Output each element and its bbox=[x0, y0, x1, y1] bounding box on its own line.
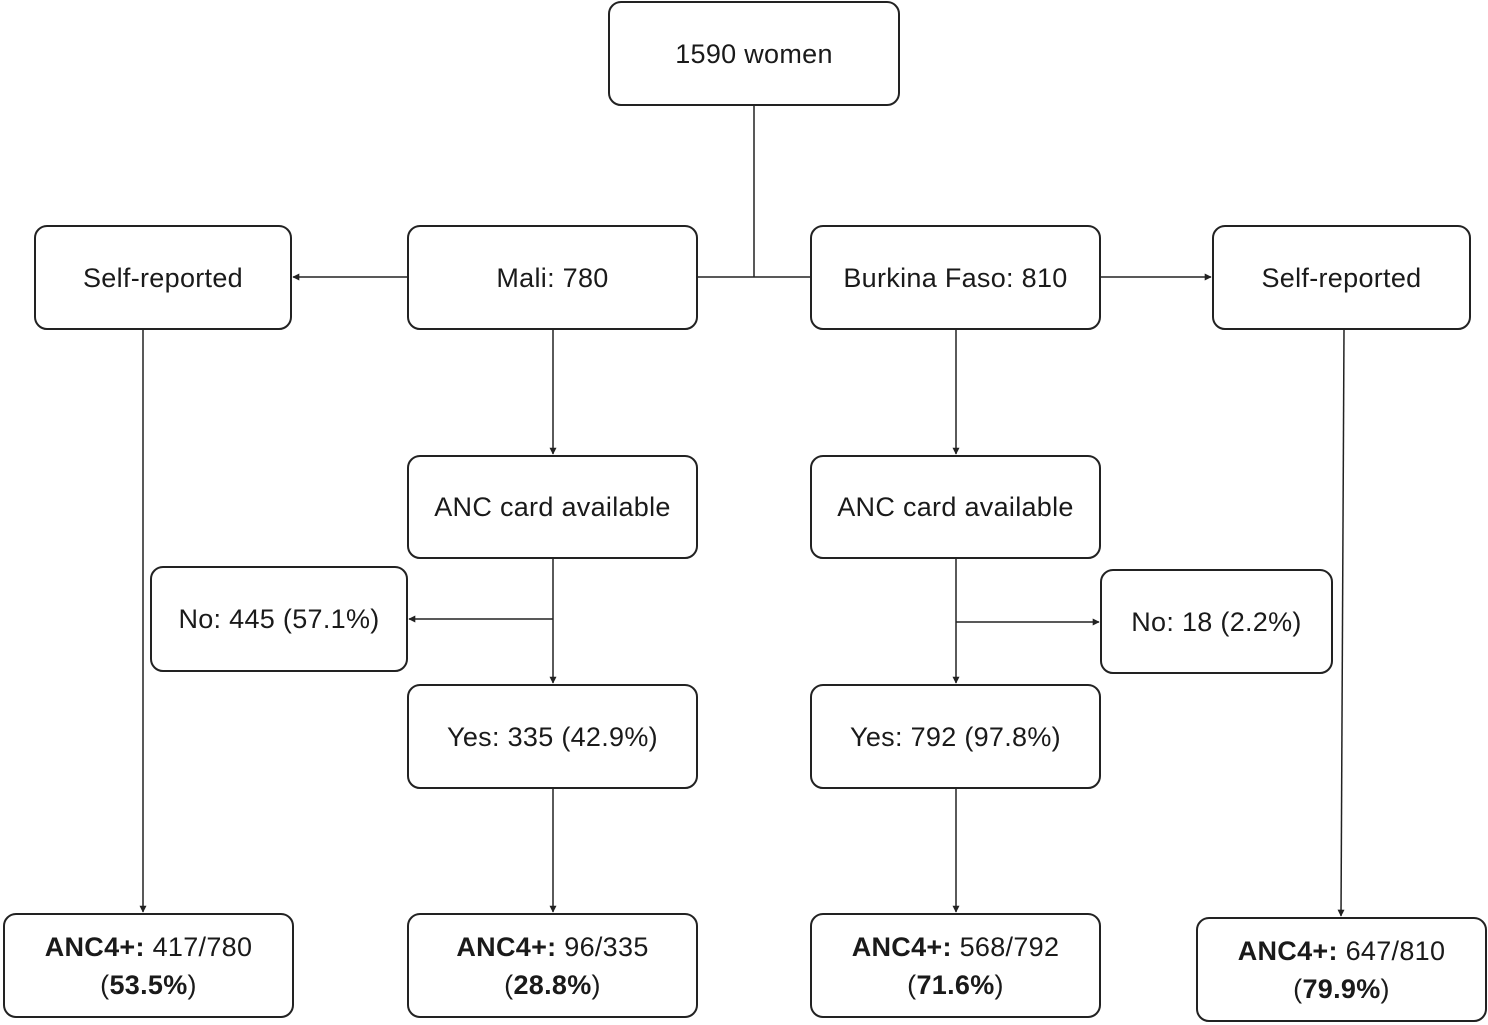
mali-self-result-fraction: 417/780 bbox=[152, 931, 253, 962]
burkina-self-result-percent: 79.9% bbox=[1302, 973, 1381, 1004]
anc4-label: ANC4+: bbox=[851, 931, 952, 962]
mali-no-card-box: No: 445 (57.1%) bbox=[150, 566, 408, 672]
mali-self-result-box: ANC4+: 417/780 (53.5%) bbox=[3, 913, 294, 1018]
mali-card-result-line2: (28.8%) bbox=[504, 969, 601, 1000]
anc4-label: ANC4+: bbox=[1237, 935, 1338, 966]
total-women-box: 1590 women bbox=[608, 1, 900, 106]
total-women-label: 1590 women bbox=[675, 38, 833, 69]
burkina-self-result-line2: (79.9%) bbox=[1293, 973, 1390, 1004]
mali-self-result-percent: 53.5% bbox=[109, 969, 188, 1000]
mali-self-reported-box: Self-reported bbox=[34, 225, 292, 330]
burkina-faso-box: Burkina Faso: 810 bbox=[810, 225, 1101, 330]
mali-yes-card-label: Yes: 335 (42.9%) bbox=[447, 721, 658, 752]
burkina-self-result-line1: ANC4+: 647/810 bbox=[1238, 932, 1446, 970]
burkina-self-result-fraction: 647/810 bbox=[1345, 935, 1446, 966]
anc4-label: ANC4+: bbox=[44, 931, 145, 962]
anc4-label: ANC4+: bbox=[456, 931, 557, 962]
mali-self-reported-label: Self-reported bbox=[83, 262, 243, 293]
burkina-anc-card-label: ANC card available bbox=[837, 492, 1074, 522]
mali-card-result-fraction: 96/335 bbox=[564, 931, 649, 962]
arrow-burkina-self-to-result bbox=[1337, 329, 1345, 917]
mali-card-result-line1: ANC4+: 96/335 bbox=[456, 928, 648, 966]
mali-label: Mali: 780 bbox=[496, 262, 609, 293]
burkina-anc-card-box: ANC card available bbox=[810, 455, 1101, 559]
burkina-card-result-box: ANC4+: 568/792 (71.6%) bbox=[810, 913, 1101, 1018]
mali-card-result-box: ANC4+: 96/335 (28.8%) bbox=[407, 913, 698, 1018]
burkina-yes-card-label: Yes: 792 (97.8%) bbox=[850, 721, 1061, 752]
burkina-yes-card-box: Yes: 792 (97.8%) bbox=[810, 684, 1101, 789]
mali-anc-card-box: ANC card available bbox=[407, 455, 698, 559]
mali-anc-card-label: ANC card available bbox=[434, 492, 671, 522]
burkina-card-result-line2: (71.6%) bbox=[907, 969, 1004, 1000]
burkina-self-result-box: ANC4+: 647/810 (79.9%) bbox=[1196, 917, 1487, 1022]
mali-yes-card-box: Yes: 335 (42.9%) bbox=[407, 684, 698, 789]
burkina-faso-label: Burkina Faso: 810 bbox=[843, 262, 1068, 293]
mali-card-result-percent: 28.8% bbox=[513, 969, 592, 1000]
mali-self-result-line2: (53.5%) bbox=[100, 969, 197, 1000]
burkina-card-result-line1: ANC4+: 568/792 bbox=[852, 928, 1060, 966]
mali-self-result-line1: ANC4+: 417/780 bbox=[45, 928, 253, 966]
mali-no-card-label: No: 445 (57.1%) bbox=[178, 604, 380, 634]
mali-box: Mali: 780 bbox=[407, 225, 698, 330]
burkina-card-result-percent: 71.6% bbox=[916, 969, 995, 1000]
burkina-no-card-label: No: 18 (2.2%) bbox=[1131, 606, 1302, 637]
burkina-no-card-box: No: 18 (2.2%) bbox=[1100, 569, 1333, 674]
burkina-card-result-fraction: 568/792 bbox=[959, 931, 1060, 962]
burkina-self-reported-label: Self-reported bbox=[1261, 262, 1422, 293]
burkina-self-reported-box: Self-reported bbox=[1212, 225, 1471, 330]
